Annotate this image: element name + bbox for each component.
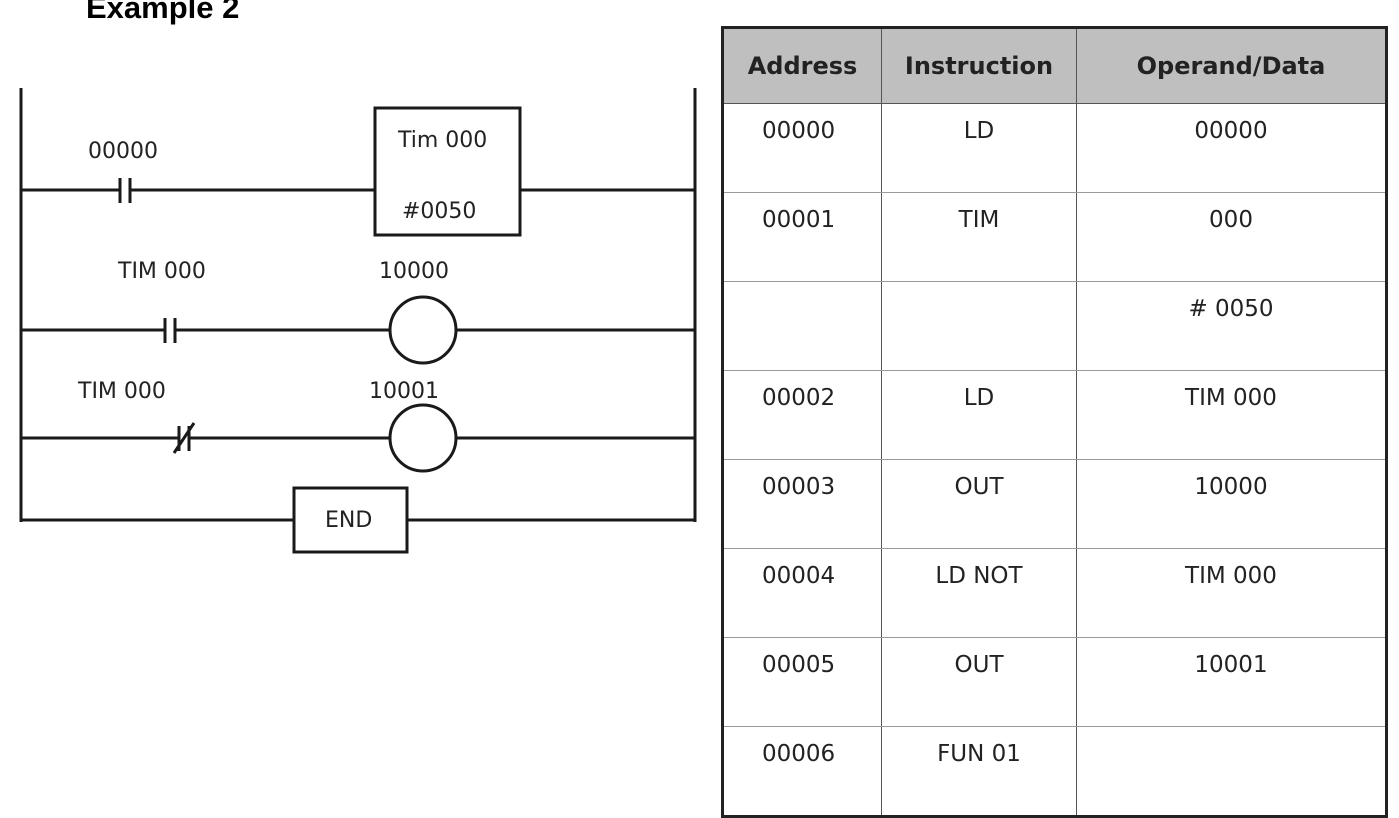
rung-3-coil-label: 10001 [369,379,439,404]
rung-2-contact-label: TIM 000 [117,259,206,284]
cell-instruction: TIM [881,192,1077,282]
rung-2: TIM 000 10000 [21,259,695,365]
cell-instruction [881,281,1077,371]
cell-operand: # 0050 [1076,281,1387,371]
example-title: Example 2 [86,0,240,25]
cell-instruction: OUT [881,637,1077,727]
cell-instruction: LD [881,370,1077,460]
end-rung: END [21,486,695,554]
cell-instruction: LD [881,103,1077,193]
table-row: 00001 TIM 000 [722,192,1387,282]
cell-instruction: FUN 01 [881,726,1077,817]
header-instruction: Instruction [881,27,1077,104]
table-header-row: Address Instruction Operand/Data [722,27,1387,104]
timer-preset: #0050 [402,199,476,224]
cell-address [722,281,882,371]
header-operand: Operand/Data [1076,27,1387,104]
table-row: 00006 FUN 01 [722,726,1387,817]
output-coil-10000 [388,295,458,365]
cell-instruction: LD NOT [881,548,1077,638]
end-block [292,486,409,554]
cell-address: 00006 [722,726,882,817]
ladder-diagram: 00000 Tim 000 #0050 TIM 000 10000 TIM 00… [19,88,697,554]
rung-1-contact-label: 00000 [88,139,158,164]
output-coil-10001 [388,403,458,473]
end-label: END [325,508,372,533]
cell-address: 00002 [722,370,882,460]
timer-block [373,106,522,237]
rung-3: TIM 000 10001 [21,379,695,473]
table-row: 00003 OUT 10000 [722,459,1387,549]
table-row: 00000 LD 00000 [722,103,1387,193]
table-row: # 0050 [722,281,1387,371]
cell-operand: 10000 [1076,459,1387,549]
rung-1: 00000 Tim 000 #0050 [21,106,695,237]
table-row: 00002 LD TIM 000 [722,370,1387,460]
instruction-list-table: Address Instruction Operand/Data 00000 L… [721,26,1388,818]
cell-address: 00003 [722,459,882,549]
cell-operand: 000 [1076,192,1387,282]
cell-operand: 10001 [1076,637,1387,727]
table-row: 00004 LD NOT TIM 000 [722,548,1387,638]
nc-contact-slash [172,422,196,454]
cell-operand [1076,726,1387,817]
cell-operand: TIM 000 [1076,548,1387,638]
header-address: Address [722,27,882,104]
table-row: 00005 OUT 10001 [722,637,1387,727]
cell-operand: TIM 000 [1076,370,1387,460]
cell-instruction: OUT [881,459,1077,549]
timer-name: Tim 000 [397,128,487,153]
rung-3-contact-label: TIM 000 [77,379,166,404]
rung-2-coil-label: 10000 [379,259,449,284]
cell-address: 00001 [722,192,882,282]
cell-address: 00000 [722,103,882,193]
cell-address: 00005 [722,637,882,727]
cell-operand: 00000 [1076,103,1387,193]
cell-address: 00004 [722,548,882,638]
